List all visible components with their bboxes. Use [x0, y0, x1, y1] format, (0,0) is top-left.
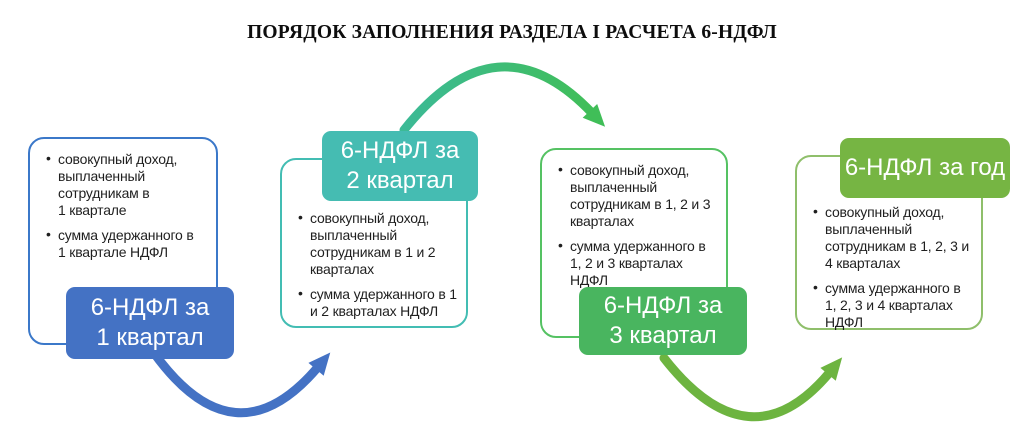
bullet-item: сумма удержанного в 1, 2 и 3 кварталах Н… [557, 237, 722, 289]
bullet-list-q1: совокупный доход, выплаченный сотрудника… [45, 150, 210, 261]
bullet-item: совокупный доход, выплаченный сотрудника… [557, 161, 722, 230]
bullet-item: совокупный доход, выплаченный сотрудника… [297, 209, 462, 278]
stage-label-q1: 6-НДФЛ за 1 квартал [66, 287, 234, 359]
bullet-list-year: совокупный доход, выплаченный сотрудника… [812, 203, 977, 332]
bullet-list-q3: совокупный доход, выплаченный сотрудника… [557, 161, 722, 290]
bullet-item: совокупный доход, выплаченный сотрудника… [812, 203, 977, 272]
bullet-item: совокупный доход, выплаченный сотрудника… [45, 150, 210, 219]
curved-arrow-q2-to-q3-icon [399, 62, 606, 135]
bullet-item: сумма удержанного в 1, 2, 3 и 4 квартала… [812, 279, 977, 331]
arrow-curve-q1-to-q2 [149, 348, 331, 418]
curved-arrow-q1-to-q2-icon [149, 348, 331, 418]
stage-label-year: 6-НДФЛ за год [840, 138, 1010, 198]
bullet-item: сумма удержанного в 1 и 2 кварталах НДФЛ [297, 285, 462, 320]
arrow-curve-q3-to-year [659, 353, 843, 422]
bullet-list-q2: совокупный доход, выплаченный сотрудника… [297, 209, 462, 320]
stage-label-q2: 6-НДФЛ за 2 квартал [322, 131, 478, 201]
stage-label-q3: 6-НДФЛ за 3 квартал [579, 287, 747, 355]
curved-arrow-q3-to-year-icon [659, 353, 843, 422]
bullet-item: сумма удержанного в 1 квартале НДФЛ [45, 226, 210, 261]
arrow-curve-q2-to-q3 [399, 62, 606, 135]
page-title: ПОРЯДОК ЗАПОЛНЕНИЯ РАЗДЕЛА I РАСЧЕТА 6-Н… [247, 22, 777, 43]
